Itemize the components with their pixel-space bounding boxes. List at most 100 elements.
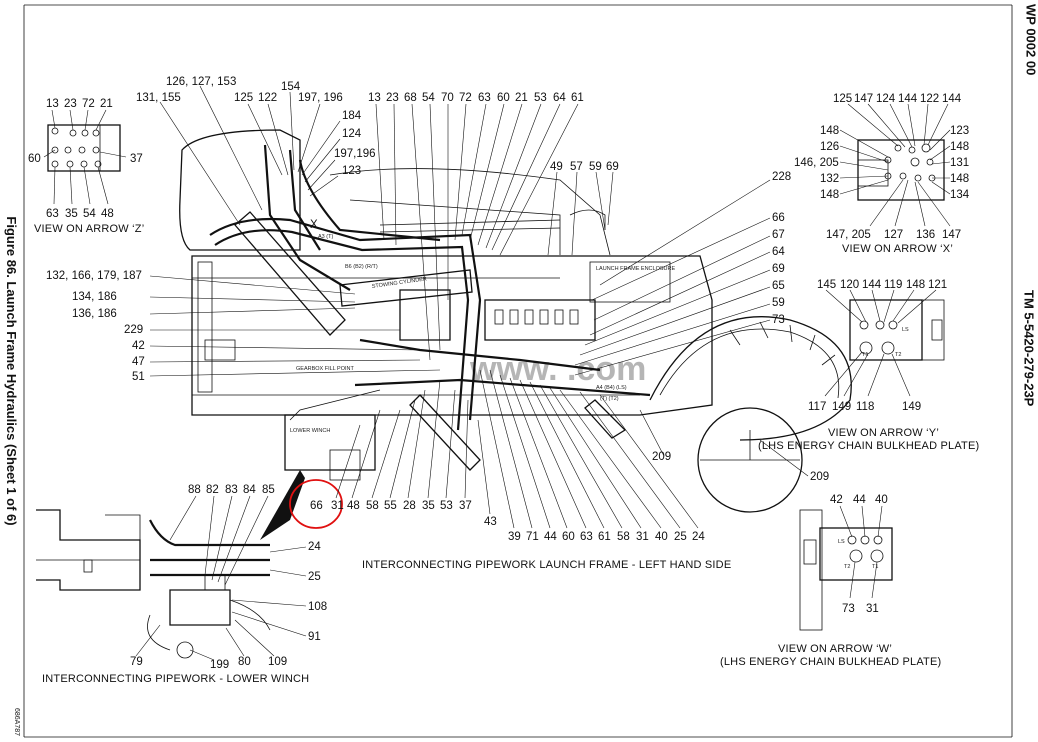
callout-53: 53 (534, 92, 547, 104)
z-callout-13: 13 (46, 98, 59, 110)
view-arrow-winch (260, 470, 305, 540)
callout-21: 21 (515, 92, 528, 104)
callout-126-127-153: 126, 127, 153 (166, 76, 236, 88)
x-callout-127: 127 (884, 229, 903, 241)
y-callout-149: 149 (832, 401, 851, 413)
callout-197-196: 197, 196 (298, 92, 343, 104)
callout-73: 73 (772, 314, 785, 326)
view-z-caption: VIEW ON ARROW ‘Z’ (34, 223, 144, 235)
y-callout-118: 118 (856, 401, 874, 413)
y-callout-149b: 149 (902, 401, 921, 413)
view-y: T1 T2 LS 145 120 144 119 148 121 117 149… (758, 279, 979, 452)
callout-63: 63 (478, 92, 491, 104)
callout-65: 65 (772, 280, 785, 292)
view-w: LS T2 T1 42 44 40 73 31 VIEW ON ARROW ‘W… (720, 494, 941, 668)
w-callout-31: 31 (866, 603, 879, 615)
winch-callout-24: 24 (308, 541, 321, 553)
x-callout-148d: 148 (820, 189, 839, 201)
callout-134-186: 134, 186 (72, 291, 117, 303)
callout-70: 70 (441, 92, 454, 104)
y-callout-120: 120 (840, 279, 859, 291)
callout-47: 47 (132, 356, 145, 368)
winch-leaders (135, 495, 307, 661)
callout-13: 13 (368, 92, 381, 104)
callout-60b: 60 (562, 531, 575, 543)
z-callout-60: 60 (28, 153, 41, 165)
callout-123: 123 (342, 165, 361, 177)
x-callout-136: 136 (916, 229, 935, 241)
x-callout-147b: 147 (942, 229, 961, 241)
callout-228: 228 (772, 171, 791, 183)
view-z-fittings (51, 127, 102, 168)
main-view-caption: INTERCONNECTING PIPEWORK LAUNCH FRAME - … (362, 559, 731, 571)
z-callout-37: 37 (130, 153, 143, 165)
view-z: 13 23 72 21 60 37 63 35 54 48 VIEW ON AR… (28, 98, 144, 235)
callout-69-right: 69 (772, 263, 785, 275)
callout-54: 54 (422, 92, 435, 104)
x-callout-126: 126 (820, 141, 839, 153)
callout-60: 60 (497, 92, 510, 104)
callout-61: 61 (571, 92, 584, 104)
callout-35: 35 (422, 500, 435, 512)
callout-61b: 61 (598, 531, 611, 543)
watermark: www. .com (470, 350, 647, 388)
x-callout-144b: 144 (942, 93, 962, 105)
w-port-ls: LS (838, 539, 845, 545)
callout-55: 55 (384, 500, 397, 512)
y-port-t1: T1 (862, 352, 868, 358)
callout-53b: 53 (440, 500, 453, 512)
y-callout-148: 148 (906, 279, 925, 291)
tt2-label: (T) (T2) (600, 396, 619, 402)
view-w-fittings (847, 535, 884, 563)
callout-154: 154 (281, 81, 301, 93)
x-callout-125: 125 (833, 93, 852, 105)
view-x: 125 147 124 144 122 144 148 123 126 148 … (794, 93, 970, 255)
winch-callout-83: 83 (225, 484, 238, 496)
x-callout-147-205: 147, 205 (826, 229, 871, 241)
x-callout-134: 134 (950, 189, 970, 201)
launch-frame-enclosure (589, 261, 671, 303)
callout-64: 64 (553, 92, 566, 104)
callout-59-right: 59 (772, 297, 785, 309)
callout-28: 28 (403, 500, 416, 512)
view-x-caption: VIEW ON ARROW ‘X’ (842, 243, 953, 255)
x-callout-147: 147 (854, 93, 873, 105)
winch-callout-84: 84 (243, 484, 256, 496)
z-callout-72: 72 (82, 98, 95, 110)
winch-callout-199: 199 (210, 659, 229, 671)
z-callout-21: 21 (100, 98, 113, 110)
upper-housing (179, 129, 301, 251)
callout-209-b: 209 (810, 471, 829, 483)
callout-42: 42 (132, 340, 145, 352)
view-w-caption: VIEW ON ARROW ‘W’ (778, 643, 892, 655)
winch-callout-108: 108 (308, 601, 327, 613)
callout-39: 39 (508, 531, 521, 543)
w-callout-44: 44 (853, 494, 866, 506)
y-callout-144: 144 (862, 279, 882, 291)
callout-59: 59 (589, 161, 602, 173)
a4-label: A4 (B4) (LS) (596, 385, 627, 391)
w-callout-40: 40 (875, 494, 888, 506)
callout-209-a: 209 (652, 451, 671, 463)
stowing-cylinder (339, 269, 473, 307)
z-callout-48: 48 (101, 208, 114, 220)
view-y-caption: VIEW ON ARROW ‘Y’ (828, 427, 939, 439)
x-callout-148a: 148 (820, 125, 839, 137)
callout-44: 44 (544, 531, 557, 543)
callout-40: 40 (655, 531, 668, 543)
main-leaders (149, 85, 809, 529)
view-y-subcaption: (LHS ENERGY CHAIN BULKHEAD PLATE) (758, 440, 979, 452)
callout-184: 184 (342, 110, 362, 122)
winch-callout-80: 80 (238, 656, 251, 668)
view-y-fittings (859, 320, 898, 355)
callout-229: 229 (124, 324, 143, 336)
enclosure-label: LAUNCH FRAME ENCLOSURE (596, 266, 675, 272)
callout-49: 49 (550, 161, 563, 173)
energy-chain (649, 316, 852, 441)
w-port-t1: T1 (872, 564, 878, 570)
callout-58: 58 (366, 500, 379, 512)
callout-66-highlighted: 66 (310, 500, 323, 512)
z-callout-23: 23 (64, 98, 77, 110)
callout-72: 72 (459, 92, 472, 104)
